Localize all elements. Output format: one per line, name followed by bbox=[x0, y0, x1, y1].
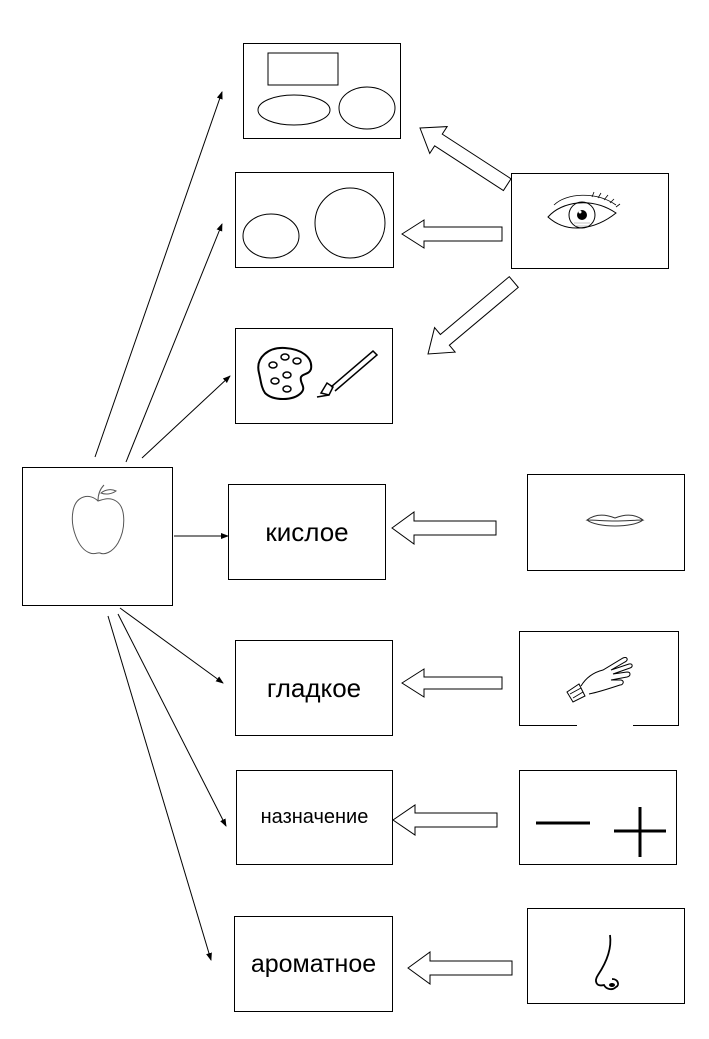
sense-box-nose bbox=[527, 908, 685, 1004]
block-arrow-eye-to-palette bbox=[427, 275, 520, 355]
attribute-label-purpose: назначение bbox=[260, 806, 369, 828]
block-arrow-plusminus-to-purpose bbox=[392, 804, 498, 836]
attribute-box-shapes-1 bbox=[243, 43, 401, 139]
attribute-box-sour: кислое bbox=[228, 484, 386, 580]
shapes-rect-ovals-icon bbox=[257, 52, 396, 130]
nose-icon bbox=[595, 934, 619, 991]
sense-box-eye bbox=[511, 173, 669, 269]
sense-box-minus-plus bbox=[519, 770, 677, 865]
block-arrow-hand-to-smooth bbox=[401, 668, 503, 698]
arrow-apple-to-shapes-1 bbox=[94, 91, 223, 458]
apple-icon bbox=[71, 484, 125, 555]
attribute-box-palette bbox=[235, 328, 393, 424]
block-arrow-eye-to-shapes-2 bbox=[401, 219, 503, 249]
attribute-box-shapes-2 bbox=[235, 172, 394, 268]
attribute-label-sour: кислое bbox=[265, 516, 349, 547]
arrow-apple-to-smooth bbox=[119, 607, 224, 684]
eye-icon bbox=[547, 191, 621, 229]
sense-box-lips bbox=[527, 474, 685, 571]
apple-box bbox=[22, 467, 173, 606]
palette-brush-icon bbox=[257, 346, 379, 400]
arrow-apple-to-palette bbox=[141, 375, 231, 459]
attribute-box-aromatic: ароматное bbox=[234, 916, 393, 1012]
attribute-label-aromatic: ароматное bbox=[250, 949, 377, 978]
block-arrow-eye-to-shapes-1 bbox=[419, 126, 512, 192]
minus-plus-icon bbox=[536, 807, 666, 857]
arrow-apple-to-purpose bbox=[117, 613, 227, 827]
attribute-box-smooth: гладкое bbox=[235, 640, 393, 736]
arrow-apple-to-shapes-2 bbox=[125, 223, 223, 463]
hand-icon bbox=[566, 657, 633, 703]
attribute-label-smooth: гладкое bbox=[266, 672, 362, 703]
shapes-circles-icon bbox=[242, 187, 386, 259]
block-arrow-lips-to-sour bbox=[391, 511, 497, 545]
block-arrow-nose-to-aromatic bbox=[407, 951, 513, 985]
sense-box-hand bbox=[519, 631, 679, 726]
lips-icon bbox=[585, 514, 645, 527]
arrow-apple-to-aromatic bbox=[107, 615, 212, 961]
attribute-box-purpose: назначение bbox=[236, 770, 393, 865]
